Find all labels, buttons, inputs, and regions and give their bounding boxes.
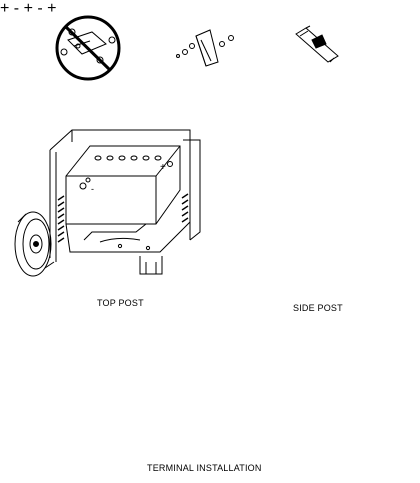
side-post-positive-mark: + — [0, 0, 10, 17]
side-detail-positive-mark: + — [47, 0, 57, 17]
top-post-terminal-detail: - + — [14, 0, 38, 17]
charger-top-post-illustration: - + — [15, 130, 200, 276]
prohibited-clamp-on-battery-icon — [57, 17, 119, 79]
top-post-label: TOP POST — [97, 298, 144, 308]
top-post-positive-mark: + — [160, 162, 166, 173]
side-post-terminal-detail: - + — [37, 0, 56, 17]
top-detail-negative-mark: - — [13, 0, 20, 17]
angled-bracket-with-bolts-icon — [177, 30, 234, 66]
side-post-label: SIDE POST — [293, 303, 343, 313]
flat-strap-clip-icon — [296, 26, 338, 62]
side-detail-negative-mark: - — [37, 0, 43, 17]
top-detail-positive-mark: + — [23, 0, 33, 17]
top-post-negative-mark: - — [91, 184, 94, 194]
charger-side-post-illustration: + — [0, 0, 14, 17]
terminal-installation-label: TERMINAL INSTALLATION — [147, 463, 262, 473]
